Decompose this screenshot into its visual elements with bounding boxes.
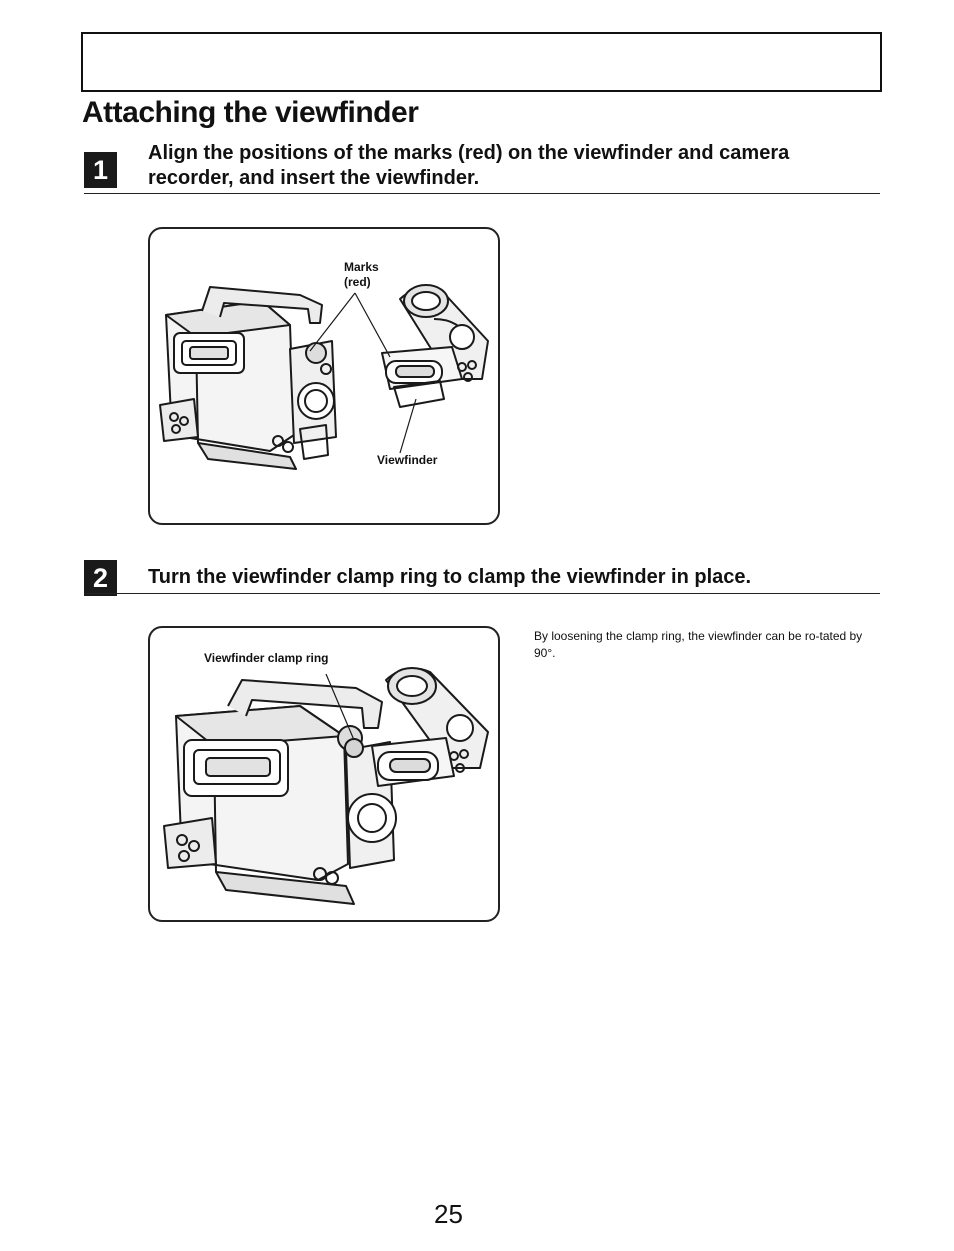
header-box <box>81 32 882 92</box>
step-2-badge: 2 <box>84 560 117 596</box>
viewfinder-clamp-ring-label: Viewfinder clamp ring <box>204 651 329 665</box>
figure-step-2: Viewfinder clamp ring <box>148 626 500 922</box>
figure-step-1: Marks (red) Viewfinder <box>148 227 500 525</box>
step-1-badge: 1 <box>84 152 117 188</box>
viewfinder-label: Viewfinder <box>377 453 438 467</box>
step-1-rule <box>84 193 880 194</box>
rotation-note: By loosening the clamp ring, the viewfin… <box>534 629 863 660</box>
step-2-instruction: Turn the viewfinder clamp ring to clamp … <box>148 566 752 588</box>
page-number: 25 <box>434 1199 463 1229</box>
camera-with-attached-viewfinder-illustration <box>163 667 489 905</box>
step-1-instruction-line-2: recorder, and insert the viewfinder. <box>148 167 480 189</box>
camera-recorder-and-viewfinder-illustration <box>159 284 489 470</box>
page-title: Attaching the viewfinder <box>82 96 419 129</box>
marks-label: Marks (red) <box>344 260 379 289</box>
step-1-instruction-line-1: Align the positions of the marks (red) o… <box>148 142 790 164</box>
step-2-rule <box>84 593 880 594</box>
